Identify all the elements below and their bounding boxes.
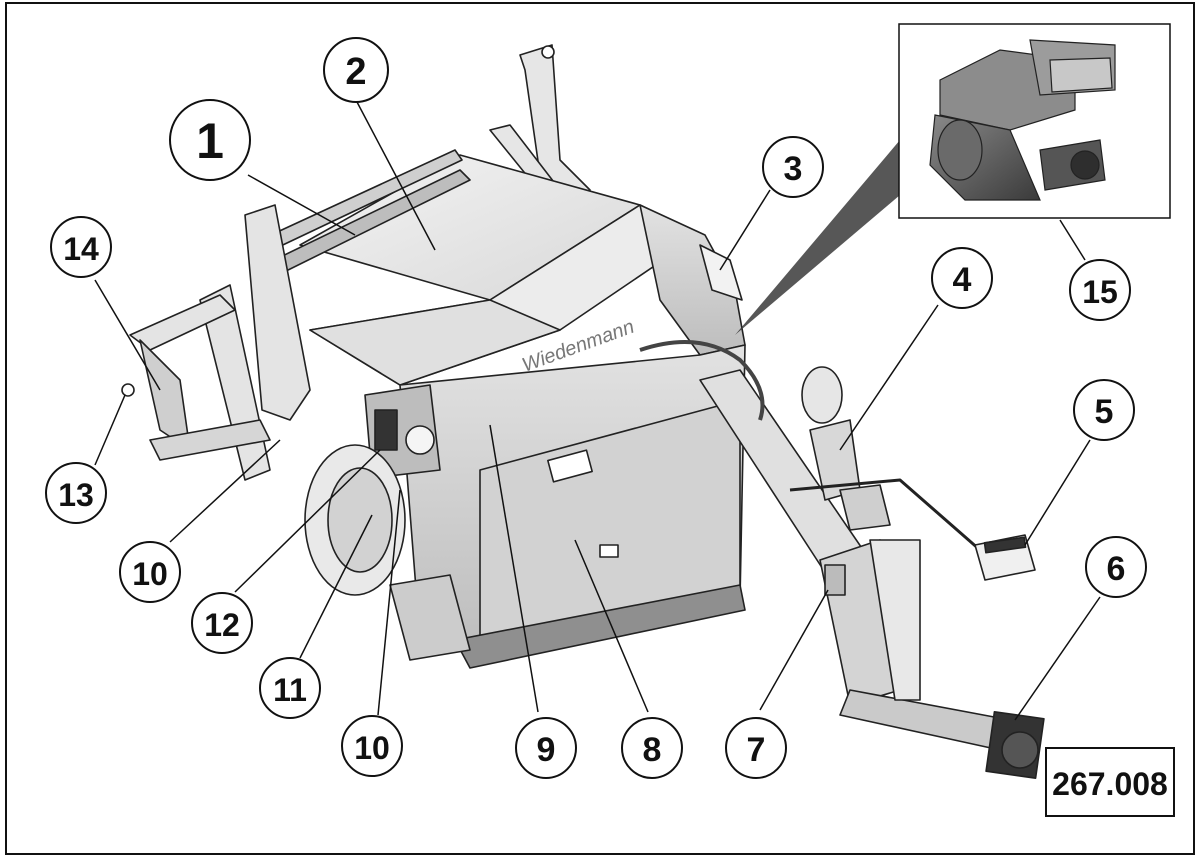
svg-text:2: 2 bbox=[345, 51, 366, 93]
svg-text:10: 10 bbox=[354, 730, 390, 766]
battery bbox=[974, 534, 1036, 581]
callout-7: 7 bbox=[725, 717, 787, 779]
engine-inset bbox=[898, 23, 1171, 219]
callout-13: 13 bbox=[45, 462, 107, 524]
leader-lines bbox=[94, 101, 1101, 721]
callout-11: 11 bbox=[259, 657, 321, 719]
svg-text:14: 14 bbox=[63, 231, 99, 267]
lifting-frame-left bbox=[129, 204, 311, 481]
svg-text:9: 9 bbox=[537, 731, 556, 769]
engine-illustration bbox=[929, 39, 1116, 201]
drawbar bbox=[699, 369, 1011, 751]
callout-14: 14 bbox=[50, 216, 112, 278]
callout-15: 15 bbox=[1069, 259, 1131, 321]
svg-text:6: 6 bbox=[1107, 550, 1126, 588]
svg-text:13: 13 bbox=[58, 477, 94, 513]
battery-cable bbox=[789, 478, 981, 552]
callouts: 1 2 3 4 5 6 7 8 bbox=[45, 37, 1147, 779]
callout-8: 8 bbox=[621, 717, 683, 779]
callout-1: 1 bbox=[169, 99, 251, 181]
machine-illustration: Wiedenmann bbox=[121, 44, 1045, 779]
svg-text:15: 15 bbox=[1082, 274, 1118, 310]
frame-border bbox=[5, 2, 1195, 855]
svg-text:5: 5 bbox=[1095, 393, 1114, 431]
callout-10-bottom: 10 bbox=[341, 715, 403, 777]
svg-text:12: 12 bbox=[204, 607, 240, 643]
callout-5: 5 bbox=[1073, 379, 1135, 441]
svg-text:11: 11 bbox=[273, 672, 307, 708]
drawing-number-box: 267.008 bbox=[1045, 747, 1175, 817]
callout-12: 12 bbox=[191, 592, 253, 654]
hitch-coupling bbox=[985, 711, 1045, 779]
svg-text:1: 1 bbox=[196, 113, 224, 169]
callout-9: 9 bbox=[515, 717, 577, 779]
support-wheel bbox=[304, 444, 406, 596]
svg-text:3: 3 bbox=[784, 150, 803, 188]
svg-text:10: 10 bbox=[132, 556, 168, 592]
callout-6: 6 bbox=[1085, 536, 1147, 598]
svg-text:8: 8 bbox=[643, 731, 662, 769]
callout-2: 2 bbox=[323, 37, 389, 103]
drawing-number: 267.008 bbox=[1052, 766, 1168, 802]
hydraulic-hose bbox=[639, 340, 765, 421]
callout-4: 4 bbox=[931, 247, 993, 309]
svg-text:7: 7 bbox=[747, 731, 766, 769]
callout-3: 3 bbox=[762, 136, 824, 198]
svg-text:4: 4 bbox=[953, 261, 972, 299]
callout-10-left: 10 bbox=[119, 541, 181, 603]
inset-leader-cone bbox=[735, 140, 900, 335]
